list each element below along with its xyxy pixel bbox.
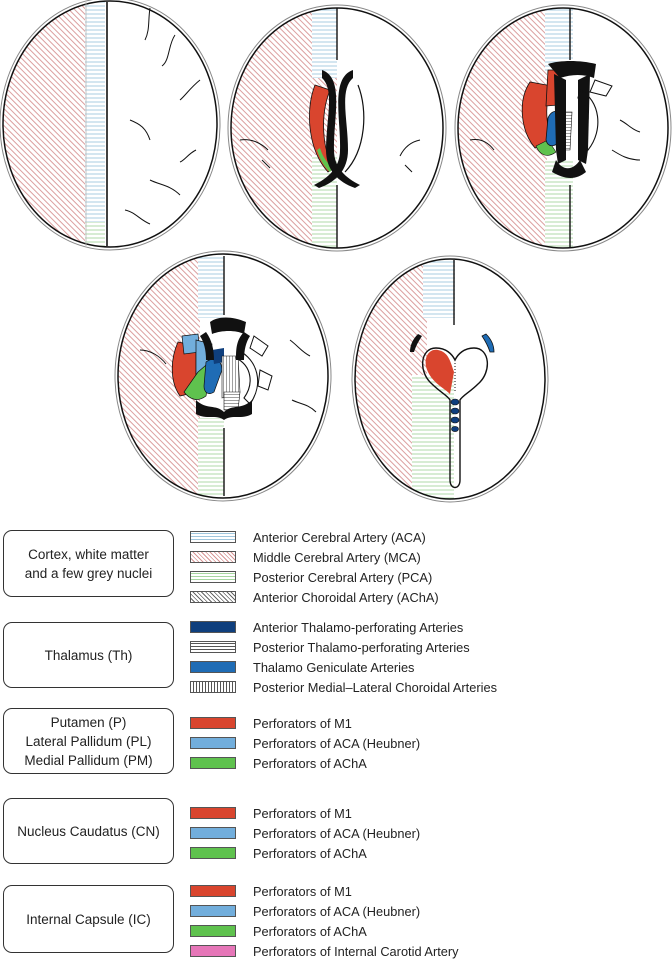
legend-label: Perforators of AChA bbox=[253, 755, 367, 771]
legend-label: Middle Cerebral Artery (MCA) bbox=[253, 549, 421, 565]
legend-swatch bbox=[190, 531, 236, 543]
legend-swatch bbox=[190, 737, 236, 749]
legend-label: Perforators of ACA (Heubner) bbox=[253, 903, 421, 919]
legend-label: Posterior Cerebral Artery (PCA) bbox=[253, 569, 433, 585]
structure-box: Cortex, white matter and a few grey nucle… bbox=[3, 530, 174, 597]
legend-entry: Perforators of ACA (Heubner) bbox=[190, 735, 421, 751]
legend-entry: Perforators of ACA (Heubner) bbox=[190, 903, 421, 919]
legend-label: Thalamo Geniculate Arteries bbox=[253, 659, 415, 675]
legend-label: Perforators of M1 bbox=[253, 715, 352, 731]
structure-label: Putamen (P) Lateral Pallidum (PL) Medial P… bbox=[24, 713, 152, 770]
legend-label: Perforators of AChA bbox=[253, 845, 367, 861]
legend-entry: Perforators of ACA (Heubner) bbox=[190, 825, 421, 841]
legend-swatch bbox=[190, 681, 236, 693]
legend-label: Perforators of AChA bbox=[253, 923, 367, 939]
legend-swatch bbox=[190, 717, 236, 729]
legend-entry: Anterior Thalamo-perforating Arteries bbox=[190, 619, 464, 635]
legend-swatch bbox=[190, 827, 236, 839]
legend-label: Perforators of ACA (Heubner) bbox=[253, 825, 421, 841]
legend-entry: Perforators of M1 bbox=[190, 805, 352, 821]
legend-entry: Middle Cerebral Artery (MCA) bbox=[190, 549, 421, 565]
legend-label: Perforators of ACA (Heubner) bbox=[253, 735, 421, 751]
structure-box: Nucleus Caudatus (CN) bbox=[3, 798, 174, 864]
structure-label: Thalamus (Th) bbox=[45, 646, 133, 665]
legend-swatch bbox=[190, 641, 236, 653]
brain-section-3 bbox=[454, 4, 672, 252]
legend-swatch bbox=[190, 571, 236, 583]
legend-entry: Perforators of M1 bbox=[190, 883, 352, 899]
legend-swatch bbox=[190, 807, 236, 819]
brain-section-1 bbox=[0, 0, 221, 251]
legend-swatch bbox=[190, 551, 236, 563]
brain-sections-diagram bbox=[0, 0, 672, 503]
legend-swatch bbox=[190, 905, 236, 917]
structure-label: Internal Capsule (IC) bbox=[26, 910, 151, 929]
legend-swatch bbox=[190, 925, 236, 937]
legend-swatch bbox=[190, 661, 236, 673]
legend-label: Anterior Cerebral Artery (ACA) bbox=[253, 529, 426, 545]
structure-label-line: Putamen (P) bbox=[50, 714, 127, 730]
legend-swatch bbox=[190, 757, 236, 769]
structure-label-line: Medial Pallidum (PM) bbox=[24, 752, 153, 768]
structure-label-line: Lateral Pallidum (PL) bbox=[25, 733, 152, 749]
legend-entry: Posterior Thalamo-perforating Arteries bbox=[190, 639, 470, 655]
legend-label: Posterior Thalamo-perforating Arteries bbox=[253, 639, 470, 655]
legend-swatch bbox=[190, 945, 236, 957]
legend-entry: Thalamo Geniculate Arteries bbox=[190, 659, 415, 675]
legend-entry: Perforators of M1 bbox=[190, 715, 352, 731]
legend-label: Anterior Choroidal Artery (AChA) bbox=[253, 589, 439, 605]
legend-swatch bbox=[190, 885, 236, 897]
legend-entry: Anterior Cerebral Artery (ACA) bbox=[190, 529, 426, 545]
structure-label-line: Nucleus Caudatus (CN) bbox=[17, 823, 160, 839]
structure-label-line: and a few grey nuclei bbox=[24, 565, 153, 581]
legend-entry: Posterior Medial–Lateral Choroidal Arter… bbox=[190, 679, 497, 695]
legend-swatch bbox=[190, 847, 236, 859]
structure-label-line: Internal Capsule (IC) bbox=[26, 911, 151, 927]
legend-entry: Perforators of Internal Carotid Artery bbox=[190, 943, 459, 959]
structure-box: Thalamus (Th) bbox=[3, 622, 174, 688]
legend-label: Perforators of Internal Carotid Artery bbox=[253, 943, 459, 959]
legend-entry: Perforators of AChA bbox=[190, 923, 367, 939]
structure-box: Internal Capsule (IC) bbox=[3, 885, 174, 953]
legend-entry: Perforators of AChA bbox=[190, 845, 367, 861]
legend-label: Perforators of M1 bbox=[253, 883, 352, 899]
legend-entry: Perforators of AChA bbox=[190, 755, 367, 771]
structure-label: Cortex, white matter and a few grey nucle… bbox=[25, 545, 153, 583]
legend-swatch bbox=[190, 621, 236, 633]
legend-label: Posterior Medial–Lateral Choroidal Arter… bbox=[253, 679, 497, 695]
brain-section-2 bbox=[227, 4, 447, 252]
legend-label: Anterior Thalamo-perforating Arteries bbox=[253, 619, 464, 635]
structure-label-line: Thalamus (Th) bbox=[44, 647, 133, 663]
legend-entry: Anterior Choroidal Artery (AChA) bbox=[190, 589, 439, 605]
structure-label-line: Cortex, white matter bbox=[28, 546, 149, 562]
structure-box: Putamen (P) Lateral Pallidum (PL) Medial P… bbox=[3, 708, 174, 774]
brain-section-4 bbox=[114, 250, 332, 502]
brain-section-5 bbox=[351, 255, 549, 503]
legend-swatch bbox=[190, 591, 236, 603]
legend-entry: Posterior Cerebral Artery (PCA) bbox=[190, 569, 433, 585]
legend-label: Perforators of M1 bbox=[253, 805, 352, 821]
structure-label: Nucleus Caudatus (CN) bbox=[17, 822, 160, 841]
